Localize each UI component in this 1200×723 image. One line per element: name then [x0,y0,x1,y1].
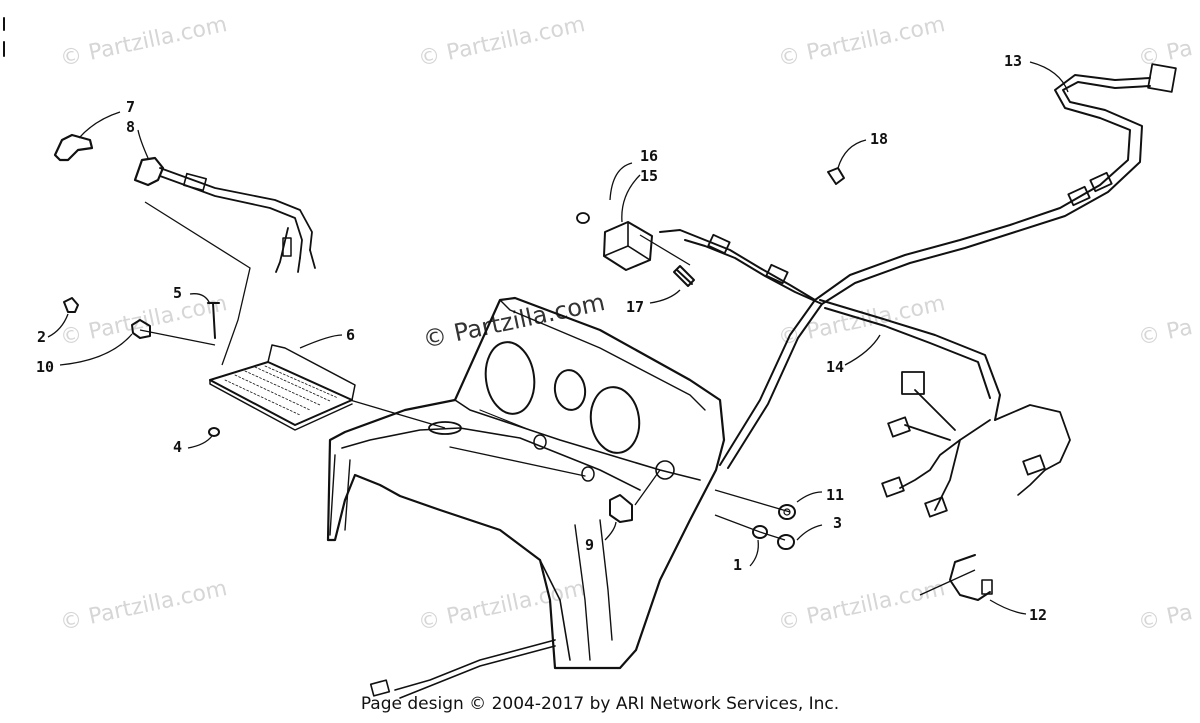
watermark: © Pa [1136,315,1195,351]
callout-17: 17 [626,298,644,316]
callout-12: 12 [1029,606,1047,624]
part-10-socket [131,319,151,339]
part-6-bracket [209,344,356,431]
watermark: © Pa [1136,600,1195,636]
part-18-clip [827,167,845,185]
part-16-nut [576,212,590,224]
callout-labels: 7 8 5 6 2 10 4 9 1 11 3 12 13 14 16 15 1… [36,52,1047,624]
footer-credit: Page design © 2004-2017 by ARI Network S… [360,694,840,714]
callout-1: 1 [733,556,742,574]
part-12-clamp [949,554,993,601]
callout-8: 8 [126,118,135,136]
part-4-nut [208,427,220,437]
callout-15: 15 [640,167,658,185]
part-11-grommet [778,504,796,520]
callout-leaders [47,61,1069,615]
wiring-harness [369,63,1177,699]
watermark: © Partzilla.com [776,576,947,636]
part-8-switch-harness [133,156,316,273]
watermark: © Partzilla.com [776,12,947,72]
watermark: © Partzilla.com [58,291,229,351]
watermark: © Partzilla.com [58,576,229,636]
part-2-bulb [63,297,79,313]
part-3-nut [777,534,795,550]
callout-5: 5 [173,284,182,302]
part-15-relay [603,221,653,271]
callout-7: 7 [126,98,135,116]
callout-11: 11 [826,486,844,504]
callout-13: 13 [1004,52,1022,70]
watermark: © Partzilla.com [776,291,947,351]
callout-10: 10 [36,358,54,376]
watermarks: © Partzilla.com © Partzilla.com © Partzi… [58,12,1195,636]
watermark: © Partzilla.com [58,12,229,72]
part-1-washer [752,525,768,539]
callout-2: 2 [37,328,46,346]
part-17-bolt [673,265,695,287]
part-9-socket [609,494,633,523]
assembly-lines [139,201,976,596]
callout-4: 4 [173,438,182,456]
watermark: © Partzilla.com [416,12,587,72]
callout-9: 9 [585,536,594,554]
callout-18: 18 [870,130,888,148]
dash-panel [326,296,726,670]
callout-6: 6 [346,326,355,344]
callout-3: 3 [833,514,842,532]
callout-16: 16 [640,147,658,165]
part-7-key [53,133,94,162]
callout-14: 14 [826,358,844,376]
